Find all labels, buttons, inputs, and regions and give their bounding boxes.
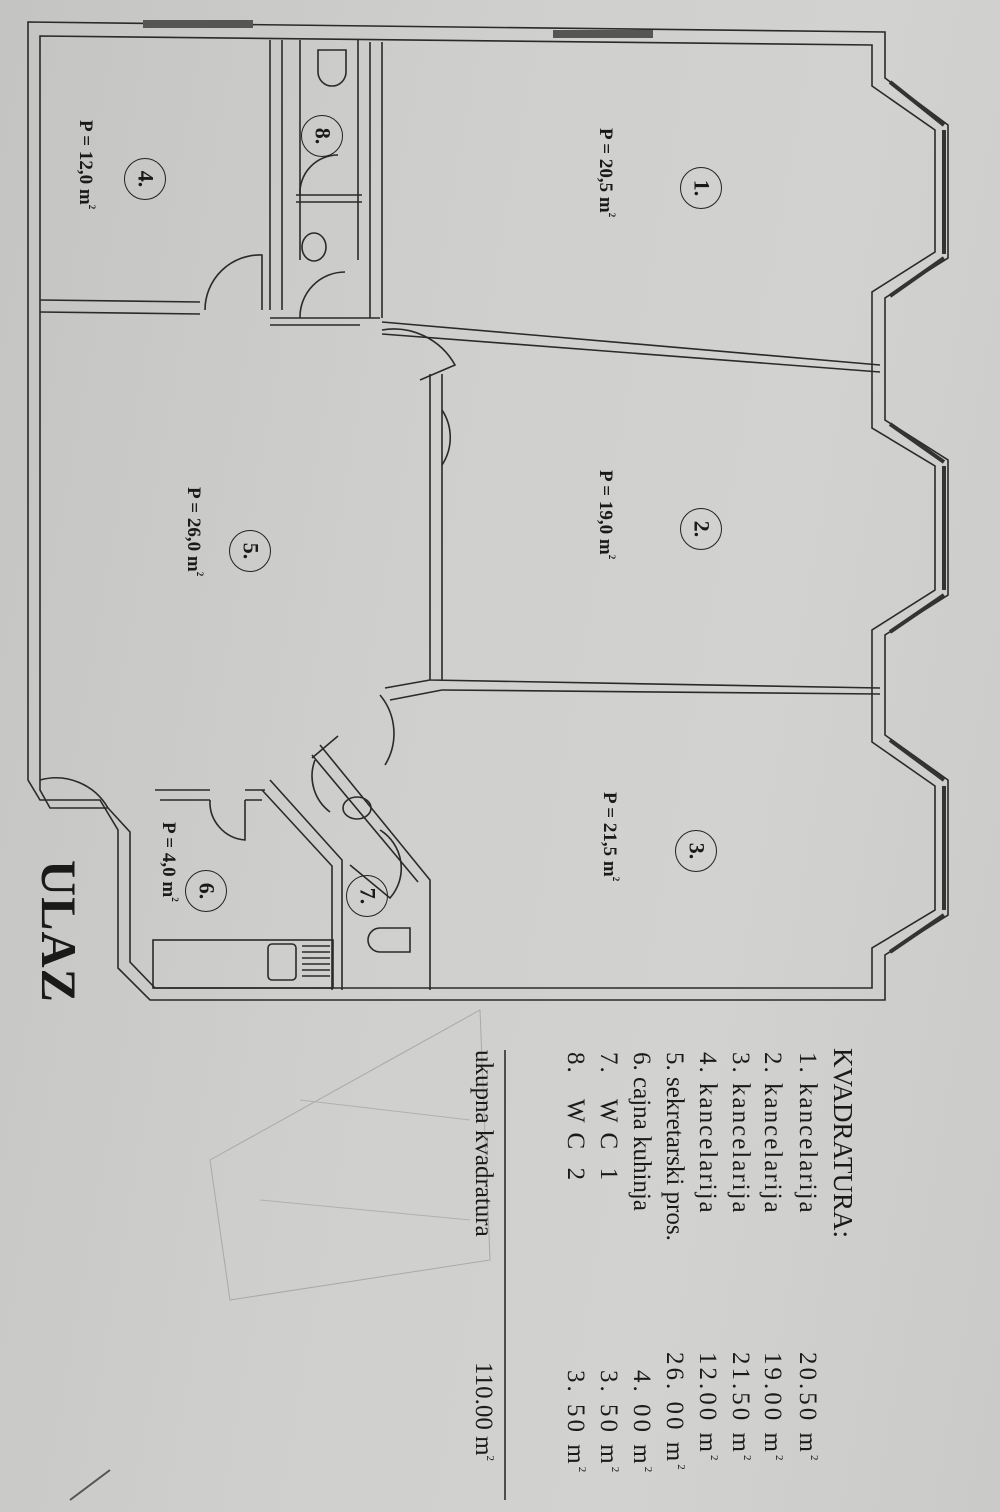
legend-item-value-4: 12.00 m2 (694, 1352, 721, 1461)
room-area-6: P = 4,0 m2 (158, 822, 180, 902)
window-top-right (553, 30, 653, 38)
window-top-left (143, 20, 253, 28)
room-badge-8: 8. (301, 115, 343, 157)
kitchen-counter (152, 939, 334, 989)
room-badge-4: 4. (124, 158, 166, 200)
kitchen-sink (267, 943, 297, 981)
room-area-5: P = 26,0 m2 (183, 487, 205, 577)
legend-item-label-5: 5. sekretarski pros. (661, 1052, 688, 1241)
legend-total-value: 110.00 m2 (470, 1362, 497, 1462)
door-wc7-inner (349, 829, 403, 900)
legend-item-value-8: 3. 50 m2 (562, 1370, 589, 1473)
door-wc8b (299, 271, 346, 319)
legend-item-value-2: 19.00 m2 (759, 1352, 786, 1461)
door-room2 (441, 409, 452, 466)
legend-item-label-4: 4. kancelarija (694, 1052, 721, 1215)
legend-item-label-8: 8. W C 2 (562, 1052, 589, 1183)
inner-wall (39, 35, 936, 989)
door-kitchen (209, 799, 246, 841)
legend-item-label-6: 6. cajna kuhinja (628, 1052, 655, 1211)
sink-wc1 (342, 796, 372, 820)
room-area-3: P = 21,5 m2 (599, 792, 621, 882)
room-badge-3: 3. (675, 830, 717, 872)
toilet-wc1 (367, 927, 411, 953)
room-badge-1: 1. (680, 167, 722, 209)
legend-item-label-7: 7. W C 1 (595, 1052, 622, 1183)
entrance-label: ULAZ (31, 860, 87, 1003)
room-area-4: P = 12,0 m2 (75, 120, 97, 210)
door-room3 (379, 694, 395, 766)
legend-item-value-6: 4. 00 m2 (628, 1370, 655, 1473)
sink-wc2 (301, 232, 327, 262)
door-wc7 (311, 759, 331, 813)
toilet-wc2 (317, 49, 347, 87)
door-room4 (204, 254, 263, 311)
door-room1 (381, 328, 457, 381)
legend-title: KVADRATURA: (828, 1048, 858, 1239)
legend-item-label-1: 1. kancelarija (794, 1052, 821, 1215)
room-badge-5: 5. (229, 530, 271, 572)
room-area-1: P = 20,5 m2 (595, 128, 617, 218)
room-area-2: P = 19,0 m2 (595, 470, 617, 560)
legend-item-value-5: 26. 00 m2 (661, 1352, 688, 1470)
room-badge-2: 2. (680, 508, 722, 550)
legend-total-label: ukupna kvadratura (470, 1050, 497, 1237)
legend-item-value-7: 3. 50 m2 (595, 1370, 622, 1473)
legend-item-value-1: 20.50 m2 (794, 1352, 821, 1461)
legend-item-label-2: 2. kancelarija (759, 1052, 786, 1215)
legend-item-label-3: 3. kancelarija (727, 1052, 754, 1215)
room-badge-7: 7. (346, 875, 388, 917)
entrance-door (39, 777, 109, 809)
legend-item-value-3: 21.50 m2 (727, 1352, 754, 1461)
door-wc8 (299, 154, 339, 197)
room-badge-6: 6. (185, 870, 227, 912)
